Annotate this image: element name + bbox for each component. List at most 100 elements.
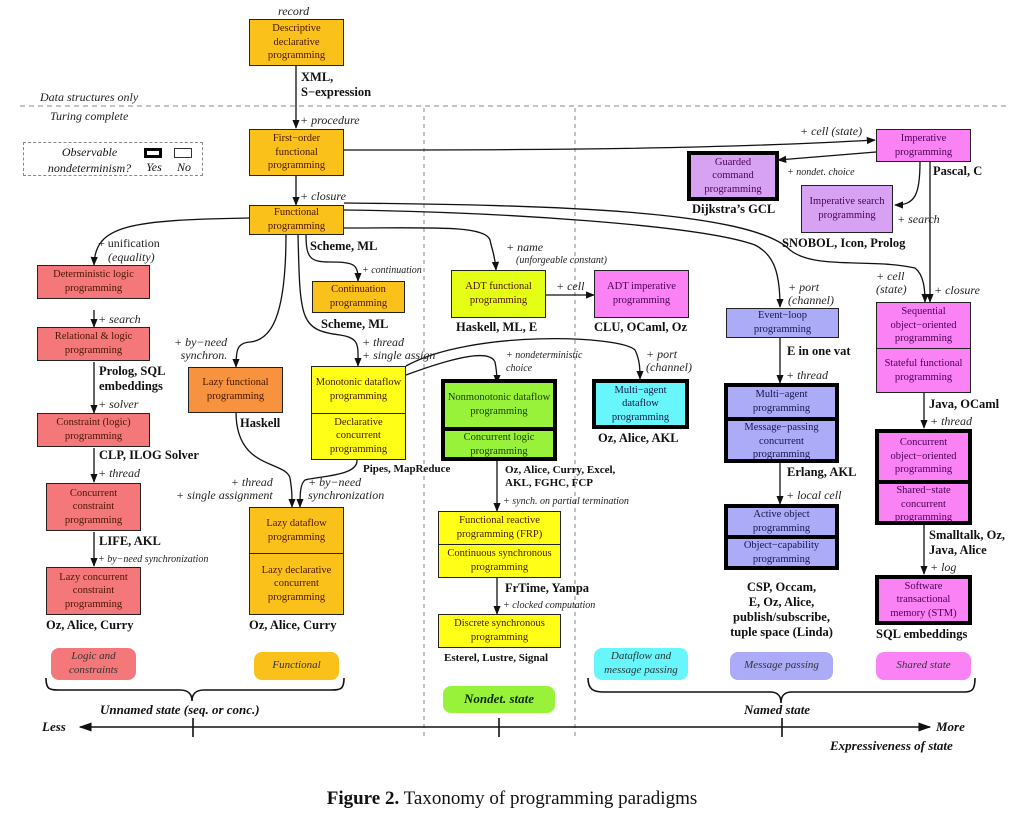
lang-guarded-command: Dijkstra’s GCL (692, 202, 776, 216)
lang-event-loop: E in one vat (787, 344, 851, 358)
lang-adt-functional: Haskell, ML, E (456, 320, 538, 334)
nondeterminism-legend: Observable nondeterminism? Yes No (23, 142, 203, 176)
edge-label-procedure: + procedure (300, 113, 360, 127)
category-logic-constraints: Logic and constraints (51, 648, 136, 680)
edge-label-name: + name (506, 240, 544, 254)
lang-frp: FrTime, Yampa (505, 581, 590, 595)
edge-label-cell-state-oo: + cell (state) (876, 269, 907, 297)
category-message-passing: Message passing (730, 652, 833, 680)
box-label: Functional programming (267, 207, 326, 232)
edge-label-search-imp: + search (897, 212, 940, 226)
legend-question: Observable nondeterminism? (32, 145, 147, 176)
edge-label-thread-msg: + thread (786, 368, 828, 382)
box-descriptive-declarative: Descriptive declarative programming (249, 19, 344, 66)
axis-less-label: Less (42, 719, 66, 734)
edge-nondet-choice-short (777, 151, 877, 163)
lang-concurrent-constraint: LIFE, AKL (99, 534, 161, 548)
edge-label-closure: + closure (300, 189, 346, 203)
box-label: First−order functional programming (267, 133, 326, 172)
edge-label-port-dataflow: + port (channel) (646, 347, 692, 375)
box-label: Constraint (logic) programming (56, 417, 131, 442)
edge-continuation (305, 233, 362, 282)
edge-label-thread-single-assign: + thread + single assign (362, 335, 436, 363)
edge-label-byneed-synchronization: + by−need synchronization (308, 475, 385, 503)
edge-label-synch-partial: + synch. on partial termination (503, 496, 629, 507)
edge-label-byneed-logic: + by−need synchronization (98, 554, 209, 565)
legend-swatch-yes (144, 148, 162, 158)
lang-multi-agent-dataflow: Oz, Alice, AKL (598, 431, 679, 445)
box-nonmonotonic-dataflow: Nonmonotonic dataflow programming Concur… (441, 379, 557, 461)
box-label: Shared−state concurrent programming (879, 480, 968, 525)
box-active-object: Active object programming Object−capabil… (724, 504, 839, 570)
box-stm: Software transactional memory (STM) (875, 575, 972, 625)
lang-monotonic: Pipes, MapReduce (363, 463, 451, 475)
edge-byneed-synchron (232, 233, 287, 368)
edge-label-byneed-synchron: + by−need synchron. (174, 335, 228, 363)
figure-caption: Figure 2. Taxonomy of programming paradi… (0, 788, 1024, 810)
box-lazy-functional: Lazy functional programming (188, 367, 283, 413)
legend-yes-label: Yes (146, 160, 162, 174)
box-label: Sequential object−oriented programming (890, 306, 957, 345)
box-label: ADT functional programming (465, 281, 532, 306)
box-multi-agent-dataflow: Multi−agent dataflow programming (592, 379, 689, 429)
box-event-loop: Event−loop programming (726, 308, 839, 338)
axis-more-label: More (936, 719, 965, 734)
lang-lazy-functional: Haskell (240, 416, 281, 430)
lang-lazy-dataflow: Oz, Alice, Curry (249, 618, 337, 632)
legend-question-line2: nondeterminism? (47, 160, 132, 175)
edge-label-local-cell: + local cell (786, 488, 842, 502)
edge-label-thread-logic: + thread (98, 466, 140, 480)
edge-label-thread-single-assignment: + thread + single assignment (176, 475, 273, 503)
box-label: Active object programming (752, 509, 811, 534)
box-imperative-search: Imperative search programming (801, 185, 893, 233)
box-sequential-oo: Sequential object−oriented programming S… (876, 302, 971, 393)
edge-label-unforgeable: (unforgeable constant) (516, 255, 608, 266)
box-constraint-logic: Constraint (logic) programming (37, 413, 150, 447)
lang-imperative: Pascal, C (933, 164, 983, 178)
box-label: Declarative concurrent programming (312, 412, 405, 460)
box-functional: Functional programming (249, 205, 344, 235)
lang-descriptive: XML, S−expression (301, 70, 372, 99)
box-frp: Functional reactive programming (FRP) Co… (438, 511, 561, 578)
edge-label-thread-oo: + thread (930, 414, 972, 428)
box-label: Continuation programming (329, 284, 388, 309)
box-label: Discrete synchronous programming (454, 618, 545, 643)
box-label: Concurrent object−oriented programming (890, 437, 957, 476)
lang-discrete-synchronous: Esterel, Lustre, Signal (444, 652, 549, 664)
edge-thread-single-assignment (235, 411, 296, 508)
box-relational-logic: Relational & logic programming (37, 327, 150, 361)
lang-imperative-search: SNOBOL, Icon, Prolog (782, 236, 906, 250)
edge-label-unification: + unification (98, 236, 160, 250)
edge-label-closure-oo: + closure (934, 283, 980, 297)
box-label: Nonmonotonic dataflow programming (447, 392, 551, 417)
lang-active-object: CSP, Occam, E, Oz, Alice, publish/subscr… (730, 580, 833, 639)
edge-label-port-event: + port (channel) (788, 280, 834, 308)
edge-label-solver: + solver (98, 397, 139, 411)
box-label: Lazy declarative concurrent programming (250, 553, 343, 614)
brace-named-state (587, 677, 976, 704)
box-multi-agent: Multi−agent programming Message−passing … (724, 383, 839, 463)
box-label: Descriptive declarative programming (267, 23, 326, 62)
lang-sequential-oo: Java, OCaml (929, 397, 1000, 411)
lang-adt-imperative: CLU, OCaml, Oz (594, 320, 688, 334)
edge-cell-state (343, 136, 876, 151)
edge-byneed-synchronization (296, 459, 358, 508)
category-nondet-state: Nondet. state (443, 686, 555, 713)
turing-complete-label: Turing complete (50, 109, 129, 123)
edge-label-search-logic: + search (98, 312, 141, 326)
lang-functional: Scheme, ML (310, 239, 378, 253)
edge-unification (90, 217, 251, 266)
edge-label-cell: + cell (556, 279, 585, 293)
brace-unnamed-state (45, 677, 345, 702)
lang-relational: Prolog, SQL embeddings (99, 364, 165, 393)
box-first-order-functional: First−order functional programming (249, 129, 344, 176)
box-label: Object−capability programming (728, 535, 835, 566)
edge-search-imp (894, 161, 921, 209)
box-concurrent-oo: Concurrent object−oriented programming S… (875, 429, 972, 525)
box-label: Event−loop programming (753, 310, 812, 335)
lang-constraint: CLP, ILOG Solver (99, 448, 199, 462)
box-label: Deterministic logic programming (53, 269, 134, 294)
legend-swatch-no (174, 148, 192, 158)
edge-port-event (343, 209, 784, 308)
